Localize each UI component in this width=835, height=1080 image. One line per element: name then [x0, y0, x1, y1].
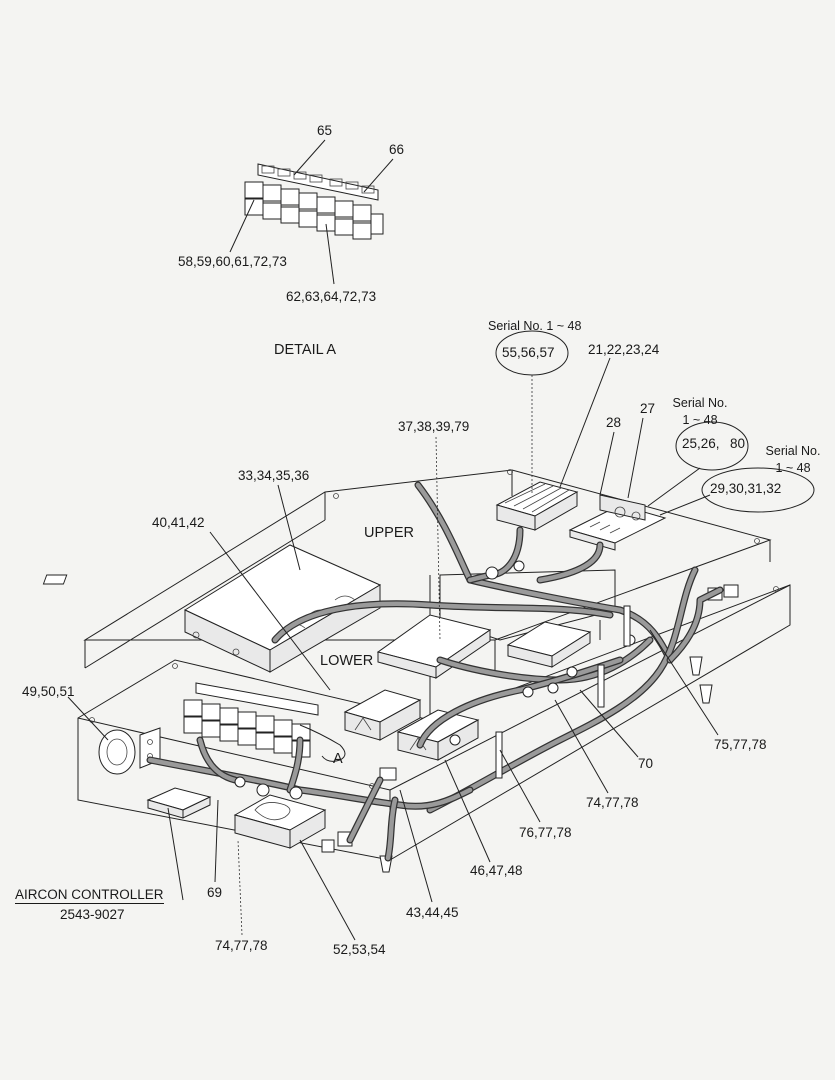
harness-clamps	[234, 560, 636, 800]
serial-note-2a: Serial No.	[672, 396, 728, 410]
callout-21: 21,22,23,24	[588, 342, 660, 357]
callout-70: 70	[638, 756, 654, 771]
label-lower: LOWER	[320, 653, 374, 669]
leader-lines	[67, 357, 719, 941]
callout-25: 25,26,	[682, 436, 720, 451]
label-upper: UPPER	[364, 525, 414, 541]
callout-33: 33,34,35,36	[238, 468, 310, 483]
serial-note-2b: 1 ~ 48	[682, 413, 718, 427]
callout-29: 29,30,31,32	[710, 481, 782, 496]
serial-note-3b: 1 ~ 48	[775, 461, 811, 475]
callout-37: 37,38,39,79	[398, 419, 470, 434]
callout-80: 80	[730, 436, 746, 451]
callout-74a: 74,77,78	[586, 795, 639, 810]
serial-ellipse-29	[701, 467, 815, 513]
callout-40: 40,41,42	[152, 515, 205, 530]
upper-cabinet	[83, 469, 772, 675]
callout-65: 65	[317, 123, 333, 138]
detail-a-title: DETAIL A	[274, 342, 337, 358]
serial-ellipse-25	[675, 421, 749, 471]
callout-52: 52,53,54	[333, 942, 386, 957]
callout-75: 75,77,78	[714, 737, 767, 752]
upper-relay-block	[495, 481, 579, 531]
aircon-controller-unit	[146, 787, 212, 819]
callout-62: 62,63,64,72,73	[286, 289, 377, 304]
callout-76: 76,77,78	[519, 825, 572, 840]
aircon-controller-title: AIRCON CONTROLLER	[15, 887, 164, 904]
callout-66: 66	[389, 142, 405, 157]
wire-harness	[146, 481, 724, 862]
controller-box	[233, 794, 327, 849]
serial-note-3a: Serial No.	[765, 444, 821, 458]
callout-49: 49,50,51	[22, 684, 75, 699]
serial-note-1: Serial No. 1 ~ 48	[488, 319, 582, 333]
callout-28: 28	[606, 415, 622, 430]
aircon-controller-partno: 2543-9027	[60, 907, 125, 922]
callout-69: 69	[207, 885, 223, 900]
callout-27: 27	[640, 401, 656, 416]
power-relays	[343, 689, 480, 761]
callout-58: 58,59,60,61,72,73	[178, 254, 287, 269]
detail-a-relay-bank	[229, 139, 394, 285]
label-detail-ref: A	[333, 751, 343, 767]
callout-46: 46,47,48	[470, 863, 523, 878]
lower-relay-bank	[183, 682, 319, 758]
control-unit-right	[506, 621, 592, 668]
blower-motor	[98, 727, 161, 775]
callout-55: 55,56,57	[502, 345, 555, 360]
callout-74b: 74,77,78	[215, 938, 268, 953]
fuse-panel	[568, 494, 667, 551]
callout-43: 43,44,45	[406, 905, 459, 920]
